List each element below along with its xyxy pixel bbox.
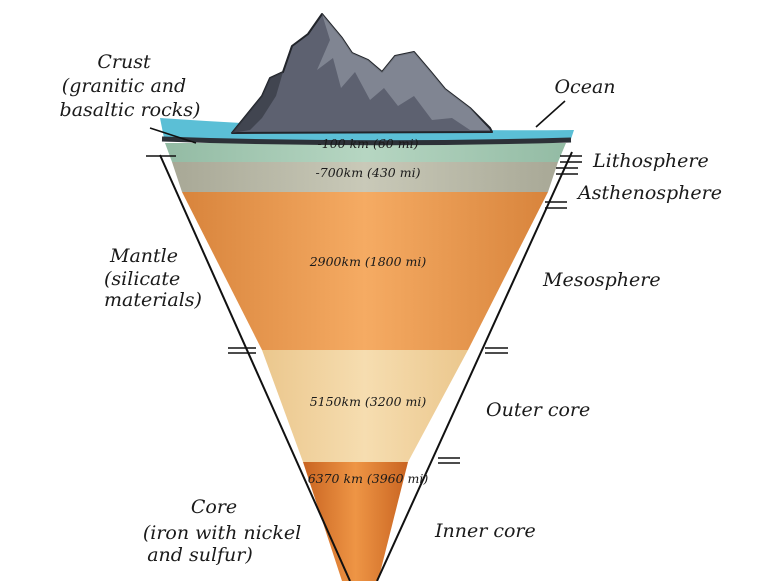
core-label-title: Core <box>191 496 237 518</box>
left-scale-line <box>159 154 351 581</box>
outer-core-label: Outer core <box>486 399 590 421</box>
crust-label-line2: (granitic and <box>62 75 186 97</box>
mesosphere-label: Mesosphere <box>542 269 661 291</box>
mountain-shadow <box>232 72 283 133</box>
asthenosphere-layer <box>172 162 558 192</box>
crust-label-title: Crust <box>97 51 151 73</box>
depth-inner-core: 6370 km (3960 mi) <box>308 471 429 486</box>
mantle-label-line2: (silicate <box>104 268 180 290</box>
depth-asthenosphere: -700km (430 mi) <box>316 165 421 180</box>
mesosphere-layer <box>182 192 548 350</box>
inner-core-layer <box>303 462 408 581</box>
core-label-line2: (iron with nickel <box>143 522 301 544</box>
ocean-label: Ocean <box>554 76 615 98</box>
mountain-highlight <box>317 14 490 130</box>
mantle-label-line3: materials) <box>104 289 202 311</box>
asthenosphere-label: Asthenosphere <box>576 182 722 204</box>
outer-core-layer <box>262 350 468 462</box>
lithosphere-layer <box>165 143 566 162</box>
lithosphere-label: Lithosphere <box>592 150 709 172</box>
depth-outer-core: 5150km (3200 mi) <box>310 394 427 409</box>
ocean-leader-line <box>535 100 566 128</box>
depth-mesosphere: 2900km (1800 mi) <box>309 254 427 269</box>
mantle-label-title: Mantle <box>109 245 178 267</box>
crust-rim <box>161 136 572 146</box>
core-label-line3: and sulfur) <box>147 544 253 566</box>
right-scale-line <box>376 151 573 581</box>
depth-lithosphere: -100 km (60 mi) <box>318 136 419 151</box>
inner-core-label: Inner core <box>434 520 536 542</box>
crust-label-line3: basaltic rocks) <box>60 99 201 121</box>
crust-leader-line <box>149 127 197 144</box>
